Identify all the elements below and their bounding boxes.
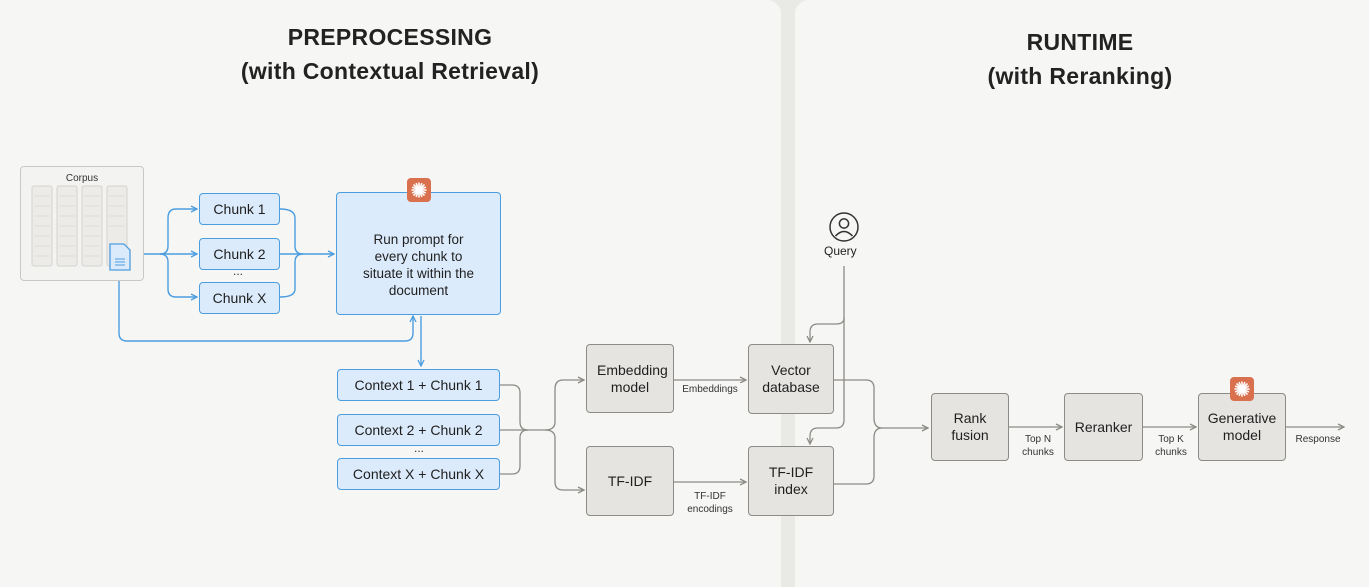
chunk-ellipsis: ... (233, 264, 244, 278)
chunk-x-label: Chunk X (212, 289, 267, 306)
embeddings-label: Embeddings (675, 383, 745, 396)
generative-model-box: Generative model (1198, 393, 1286, 461)
tfidf-label: TF-IDF (607, 472, 653, 489)
user-icon (829, 212, 859, 242)
query-label: Query (824, 244, 857, 258)
prompt-box: Run prompt for every chunk to situate it… (336, 192, 501, 315)
rank-fusion-label: Rank fusion (951, 410, 989, 443)
tfidf-encodings-label: TF-IDF encodings (680, 490, 740, 516)
top-n-chunks-label: Top N chunks (1013, 433, 1063, 459)
runtime-title: RUNTIME (with Reranking) (930, 25, 1230, 93)
tfidf-index-label: TF-IDF index (768, 464, 814, 497)
reranker-box: Reranker (1064, 393, 1143, 461)
preprocessing-title: PREPROCESSING (with Contextual Retrieval… (180, 20, 600, 88)
vector-database-label: Vector database (762, 362, 820, 395)
preprocessing-title-line1: PREPROCESSING (287, 24, 493, 50)
context-ellipsis: ... (414, 441, 425, 455)
chunk-1-label: Chunk 1 (213, 200, 266, 217)
context-2-label: Context 2 + Chunk 2 (354, 421, 483, 438)
embedding-model-label: Embedding model (597, 361, 668, 395)
context-1-label: Context 1 + Chunk 1 (354, 376, 483, 393)
rank-fusion-box: Rank fusion (931, 393, 1009, 461)
runtime-title-line1: RUNTIME (1026, 29, 1134, 55)
context-x-box: Context X + Chunk X (337, 458, 500, 490)
context-2-box: Context 2 + Chunk 2 (337, 414, 500, 446)
prompt-text: Run prompt for every chunk to situate it… (362, 231, 475, 298)
corpus-label: Corpus (65, 173, 99, 184)
context-x-label: Context X + Chunk X (352, 465, 485, 482)
top-k-chunks-label: Top K chunks (1146, 433, 1196, 459)
preprocessing-title-line2: (with Contextual Retrieval) (240, 58, 540, 84)
reranker-label: Reranker (1074, 418, 1133, 435)
chunk-x-box: Chunk X (199, 282, 280, 314)
chunk-2-box: Chunk 2 (199, 238, 280, 270)
claude-starburst-icon-runtime (1230, 377, 1254, 401)
tfidf-box: TF-IDF (586, 446, 674, 516)
chunk-1-box: Chunk 1 (199, 193, 280, 225)
runtime-panel (795, 0, 1369, 587)
response-label: Response (1289, 433, 1347, 446)
tfidf-index-box: TF-IDF index (748, 446, 834, 516)
document-icon (109, 243, 131, 271)
claude-starburst-icon (407, 178, 431, 202)
runtime-title-line2: (with Reranking) (987, 63, 1173, 89)
vector-database-box: Vector database (748, 344, 834, 414)
embedding-model-box: Embedding model (586, 344, 674, 413)
generative-model-label: Generative model (1207, 410, 1277, 443)
chunk-2-label: Chunk 2 (213, 245, 266, 262)
context-1-box: Context 1 + Chunk 1 (337, 369, 500, 401)
